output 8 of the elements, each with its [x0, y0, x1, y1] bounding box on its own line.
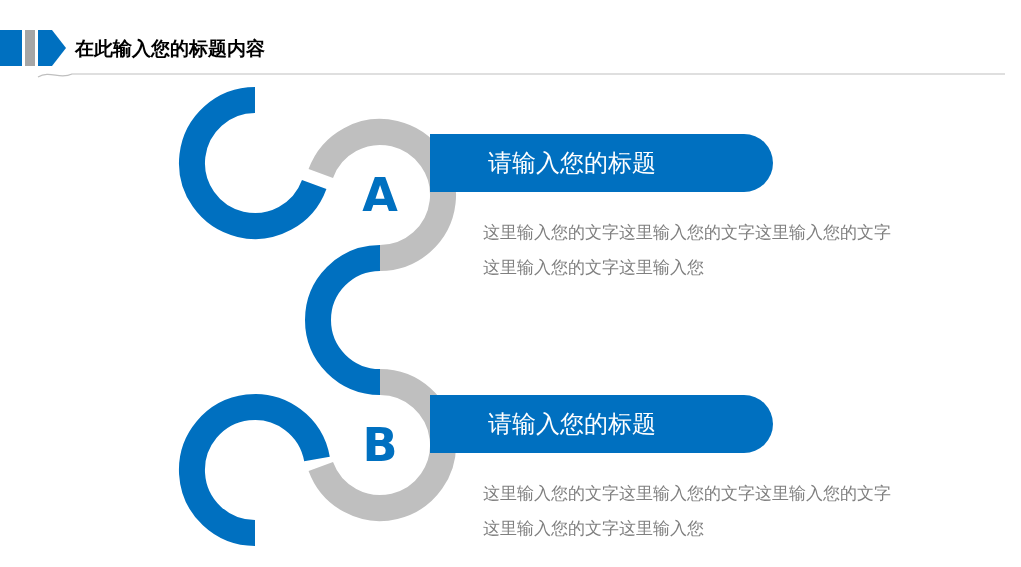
badge-letter: B: [362, 422, 398, 468]
curved-connector: [305, 245, 381, 395]
body-text: 这里输入您的文字这里输入您的文字这里输入您的文字这里输入您的文字这里输入您: [483, 482, 892, 540]
body-text: 这里输入您的文字这里输入您的文字这里输入您的文字这里输入您的文字这里输入您: [483, 221, 892, 279]
title-banner: 请输入您的标题: [430, 134, 773, 192]
title-banner: 请输入您的标题: [430, 395, 773, 453]
badge-letter: A: [362, 172, 398, 218]
page-title: 在此输入您的标题内容: [75, 36, 265, 61]
